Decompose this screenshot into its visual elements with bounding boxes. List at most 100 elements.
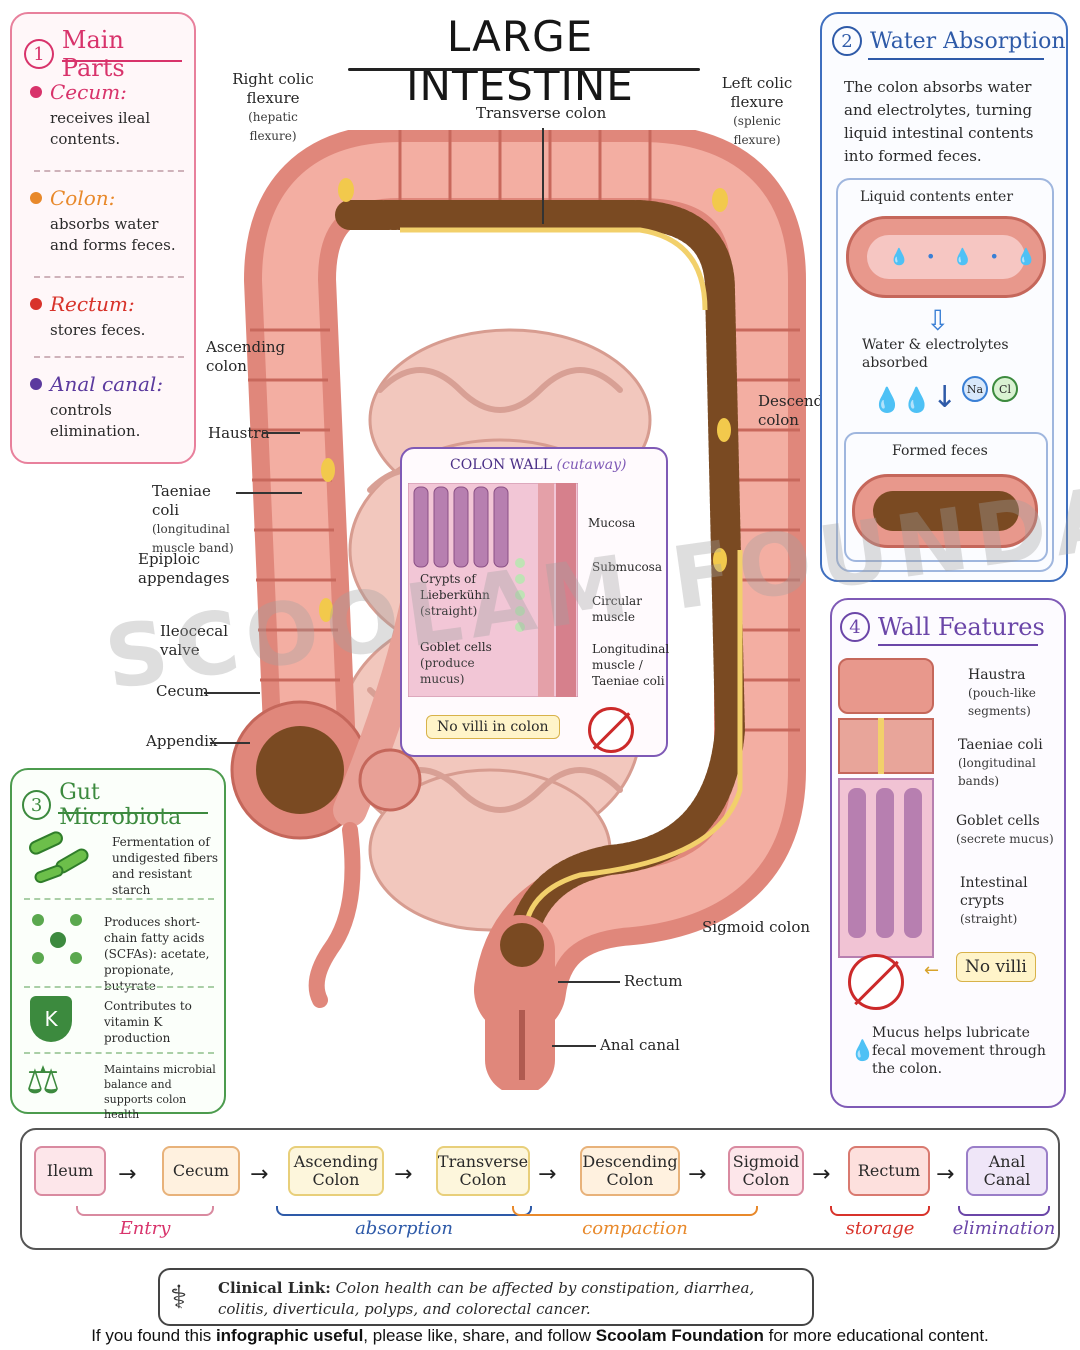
entry-brace xyxy=(76,1206,214,1216)
storage-brace xyxy=(830,1206,930,1216)
wall-features-graphic xyxy=(838,658,934,958)
water-absorption-title: Water Absorption xyxy=(870,28,1066,54)
main-part-anal-canal: Anal canal: controls elimination. xyxy=(30,372,190,442)
cecum-label: Cecum xyxy=(156,682,209,700)
gut-microbiota-panel: 3 Gut Microbiota Fermentation of undiges… xyxy=(10,768,226,1121)
clinical-link-label: Clinical Link: xyxy=(218,1279,331,1297)
flow-arrow-icon: → xyxy=(250,1162,269,1187)
descending-colon-label: Descending colon xyxy=(758,392,848,429)
wall-crypts-sub: (straight) xyxy=(420,604,478,618)
no-villi-icon xyxy=(588,707,634,753)
appendix-label: Appendix xyxy=(146,732,218,750)
rectum-desc: stores feces. xyxy=(50,321,146,339)
wf-goblet: Goblet cells (secrete mucus) xyxy=(956,812,1066,848)
haustra-leader xyxy=(262,432,300,434)
sodium-ion-icon: Na xyxy=(962,376,988,402)
flow-step-ileum: Ileum xyxy=(34,1146,106,1196)
wall-goblet-text: Goblet cells xyxy=(420,640,492,654)
footer-mid: , please like, share, and follow xyxy=(363,1326,596,1345)
anal-canal-label: Anal canal xyxy=(600,1036,680,1054)
rectum-label: Rectum xyxy=(624,972,683,990)
sigmoid-colon-label: Sigmoid colon xyxy=(702,918,811,936)
microbiota-balance-text: Maintains microbial balance and supports… xyxy=(104,1063,216,1121)
flow-arrow-icon: → xyxy=(118,1162,137,1187)
mucus-drop-icon: 💧 xyxy=(850,1038,875,1062)
water-underline xyxy=(868,58,1044,60)
footer-brand-link[interactable]: Scoolam Foundation xyxy=(595,1326,764,1345)
wf-crypts-text: Intestinal crypts xyxy=(960,875,1028,909)
flow-arrow-icon: → xyxy=(394,1162,413,1187)
caption-entry: Entry xyxy=(119,1218,171,1239)
colon-dot-icon xyxy=(30,192,42,204)
absorption-arrow-icon: ↓ xyxy=(932,380,958,415)
clinical-link-body: Colon health can be affected by constipa… xyxy=(218,1279,755,1318)
rectum-term: Rectum: xyxy=(50,292,135,316)
main-part-cecum: Cecum: receives ileal contents. xyxy=(30,80,190,150)
wall-features-number: 4 xyxy=(840,612,870,642)
footer-bold-1: infographic useful xyxy=(215,1326,364,1345)
wall-circular-label: Circular muscle xyxy=(592,594,642,624)
water-absorption-header: 2 Water Absorption xyxy=(832,26,1066,56)
cecum-term: Cecum: xyxy=(50,80,127,104)
flow-step-ascending: Ascending Colon xyxy=(288,1146,384,1196)
elimination-brace xyxy=(958,1206,1050,1216)
ascending-colon-label: Ascending colon xyxy=(206,338,286,375)
rectum-leader xyxy=(558,981,620,983)
right-flexure-label: Right colic flexure (hepatic flexure) xyxy=(228,70,318,146)
divider xyxy=(24,1052,214,1054)
flow-arrow-icon: → xyxy=(688,1162,707,1187)
main-parts-header: 1 Main Parts xyxy=(24,26,194,82)
divider xyxy=(34,276,184,278)
formed-feces-label: Formed feces xyxy=(892,443,988,459)
colon-desc: absorbs water and forms feces. xyxy=(50,215,176,254)
flow-step-cecum: Cecum xyxy=(162,1146,240,1196)
wall-crypts-text: Crypts of Lieberkühn xyxy=(420,572,490,602)
taeniae-coli-sub: (longitudinal muscle band) xyxy=(152,522,234,555)
absorbed-label: Water & electrolytes absorbed xyxy=(862,337,1009,371)
colon-wall-inset: COLON WALL (cutaway) Crypts of Lieberküh… xyxy=(400,447,670,757)
water-absorption-panel: 2 Water Absorption The colon absorbs wat… xyxy=(820,12,1068,582)
gut-microbiota-title: Gut Microbiota xyxy=(59,780,182,830)
microbiota-scfa-text: Produces short-chain fatty acids (SCFAs)… xyxy=(104,915,210,993)
liquid-contents-label: Liquid contents enter xyxy=(860,189,1014,205)
wall-longitudinal-label: Longitudinal muscle / Taeniae coli xyxy=(592,642,670,688)
taeniae-leader xyxy=(236,492,302,494)
left-flexure-label: Left colic flexure (splenic flexure) xyxy=(712,74,802,150)
main-part-rectum: Rectum: stores feces. xyxy=(30,292,190,341)
formed-feces-box: Formed feces xyxy=(844,432,1048,562)
no-villi-colon-badge: No villi in colon xyxy=(426,715,560,739)
footer-cta: If you found this infographic useful, pl… xyxy=(0,1326,1080,1346)
right-flexure-sub: (hepatic flexure) xyxy=(248,110,298,143)
shield-k-icon: K xyxy=(30,996,72,1042)
taeniae-coli-text: Taeniae coli xyxy=(152,482,211,519)
anal-desc: controls elimination. xyxy=(50,401,141,440)
title-underline xyxy=(348,68,700,71)
colon-term: Colon: xyxy=(50,186,116,210)
crypt-cutaway-graphic xyxy=(408,483,578,697)
page-title: LARGE INTESTINE xyxy=(406,12,634,110)
droplets-icon: 💧💧 xyxy=(872,386,932,414)
divider xyxy=(24,898,214,900)
wf-haustra-text: Haustra xyxy=(968,667,1026,683)
flow-arrow-icon: → xyxy=(812,1162,831,1187)
taeniae-coli-label: Taeniae coli (longitudinal muscle band) xyxy=(152,482,238,558)
chloride-ion-icon: Cl xyxy=(992,376,1018,402)
gut-microbiota-number: 3 xyxy=(22,790,52,820)
main-parts-underline xyxy=(62,60,182,62)
anal-dot-icon xyxy=(30,378,42,390)
wf-taeniae-text: Taeniae coli xyxy=(958,737,1043,753)
divider xyxy=(34,356,184,358)
wf-haustra-sub: (pouch-like segments) xyxy=(968,686,1036,718)
flow-step-rectum: Rectum xyxy=(848,1146,930,1196)
balance-scale-icon: ⚖ xyxy=(26,1058,61,1102)
anal-term: Anal canal: xyxy=(50,372,164,396)
wall-features-title: Wall Features xyxy=(878,613,1045,641)
wf-taeniae-sub: (longitudinal bands) xyxy=(958,756,1036,788)
wall-submucosa-label: Submucosa xyxy=(592,560,662,574)
caption-absorption: absorption xyxy=(355,1218,453,1239)
wf-taeniae: Taeniae coli (longitudinal bands) xyxy=(958,736,1064,790)
caption-elimination: elimination xyxy=(952,1218,1056,1239)
right-flexure-text: Right colic flexure xyxy=(232,70,314,107)
caption-storage: storage xyxy=(845,1218,915,1239)
absorption-steps-box xyxy=(836,178,1054,572)
